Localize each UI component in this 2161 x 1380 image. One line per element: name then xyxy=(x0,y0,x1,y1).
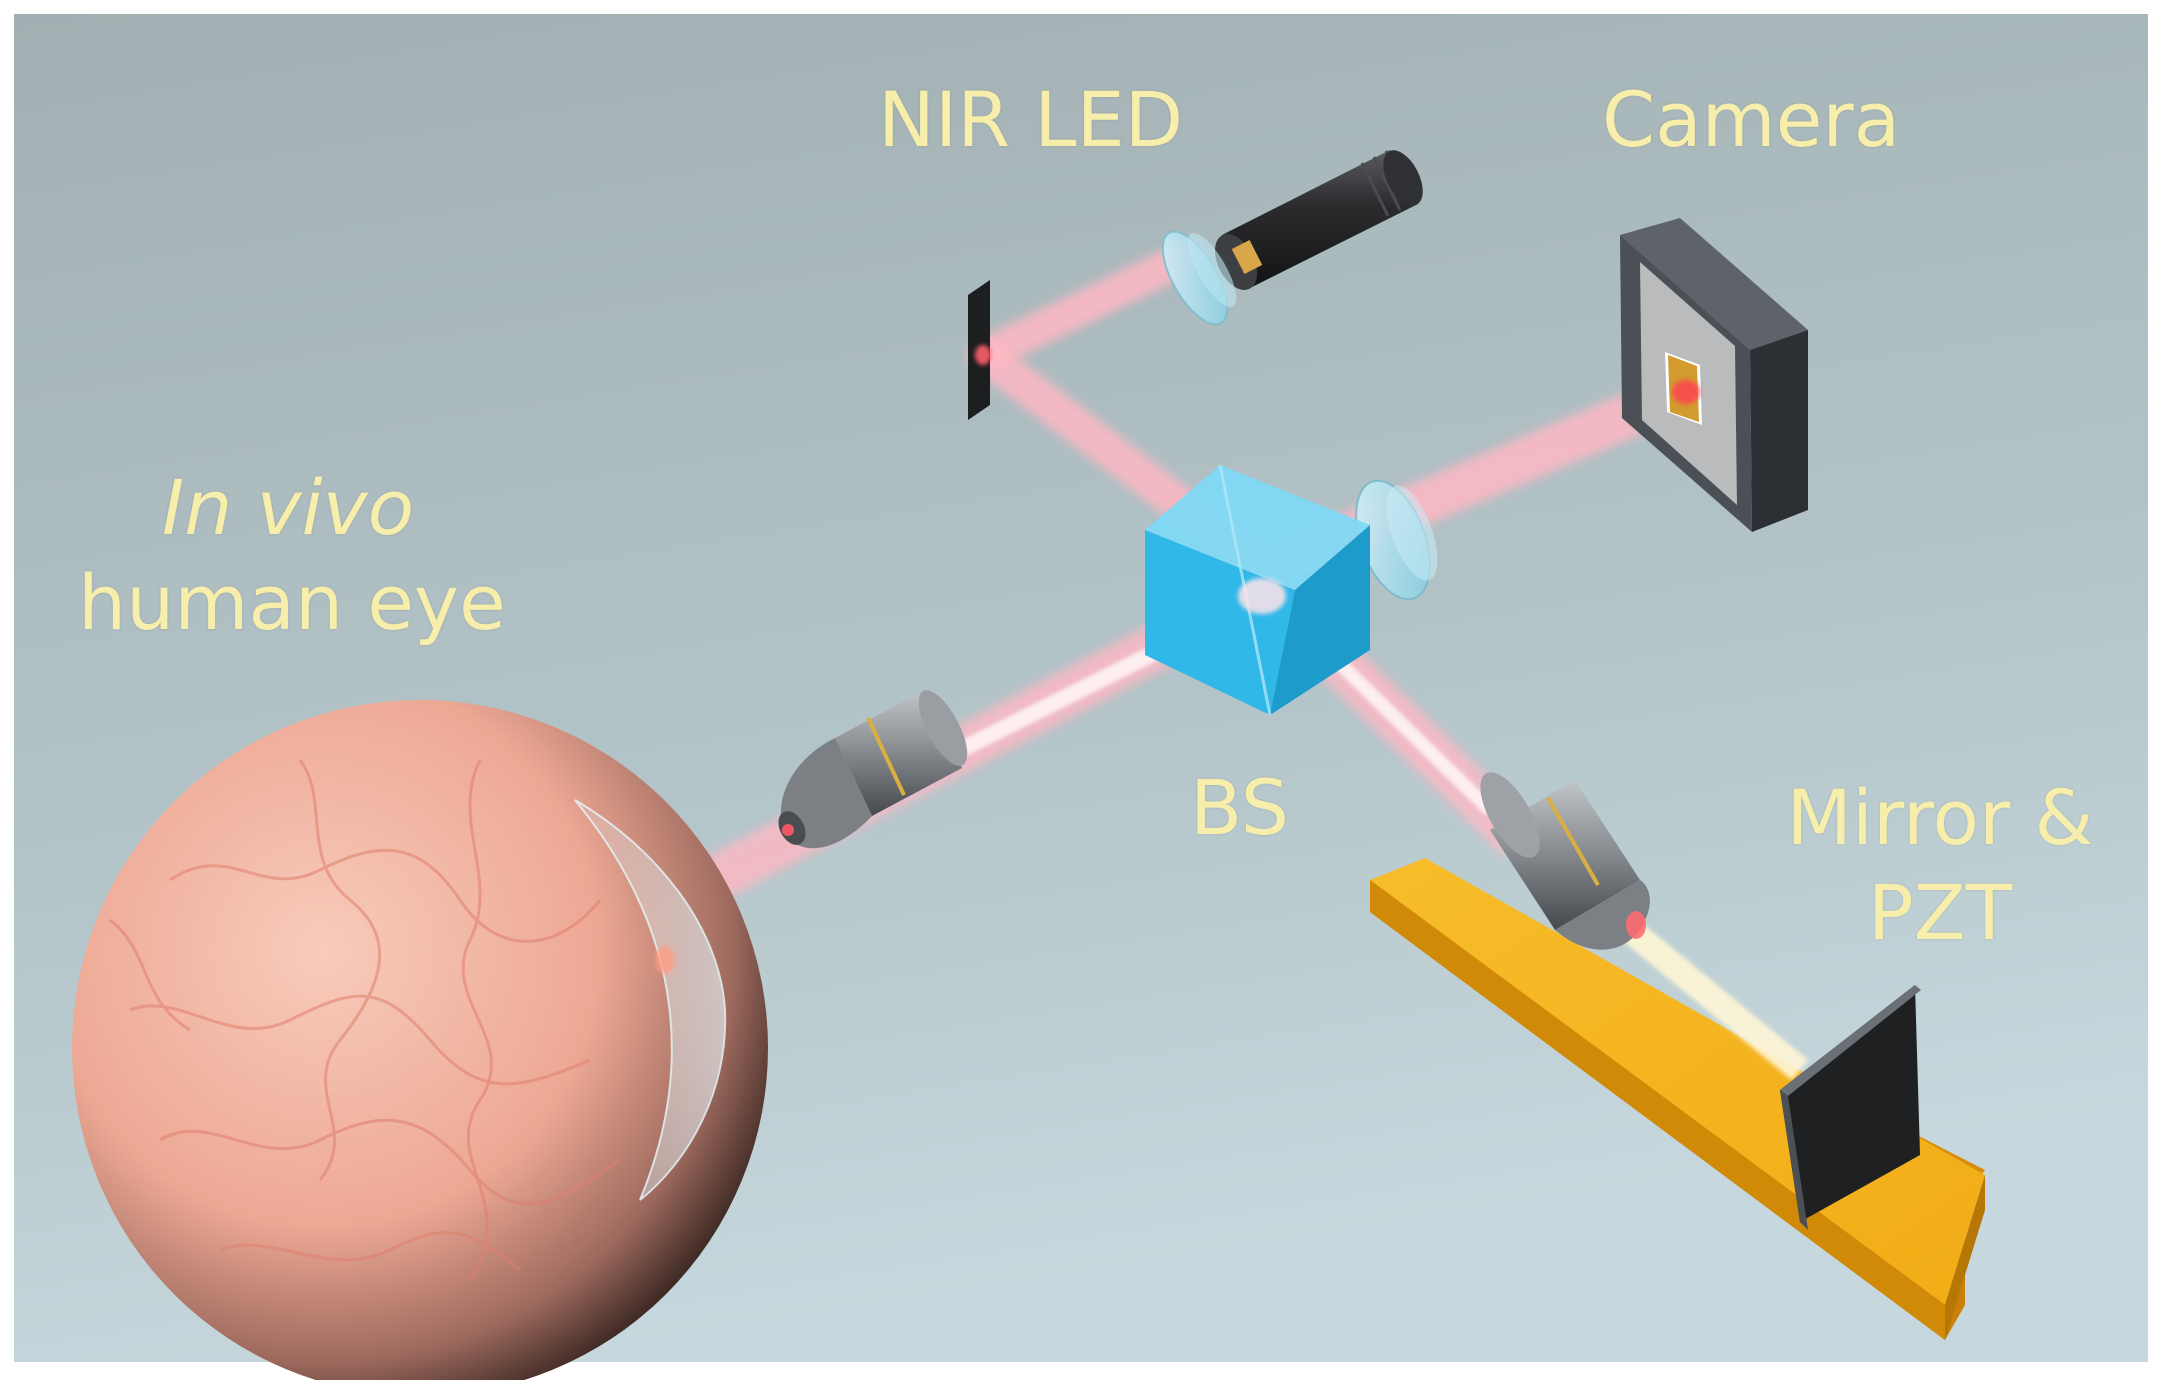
label-mirror-pzt: Mirror & PZT xyxy=(1770,770,2110,960)
label-nir-led: NIR LED xyxy=(878,75,1184,164)
beam-splitter xyxy=(1145,464,1370,716)
fold-mirror xyxy=(968,280,991,420)
label-camera: Camera xyxy=(1602,75,1901,164)
led-lens xyxy=(1161,230,1237,326)
reference-objective xyxy=(1480,772,1650,950)
sample-objective xyxy=(778,690,968,849)
label-bs: BS xyxy=(1190,763,1290,852)
label-eye: In vivo human eye xyxy=(78,460,506,650)
label-mirror-line1: Mirror & xyxy=(1786,773,2094,862)
nir-led xyxy=(1214,150,1423,290)
label-mirror-line2: PZT xyxy=(1867,868,2013,957)
label-eye-line2: human eye xyxy=(78,558,506,647)
eye xyxy=(72,700,768,1380)
camera xyxy=(1620,218,1808,532)
reference-mirror xyxy=(1780,985,1921,1230)
label-eye-line1: In vivo xyxy=(161,463,415,552)
camera-lens xyxy=(1355,479,1438,601)
